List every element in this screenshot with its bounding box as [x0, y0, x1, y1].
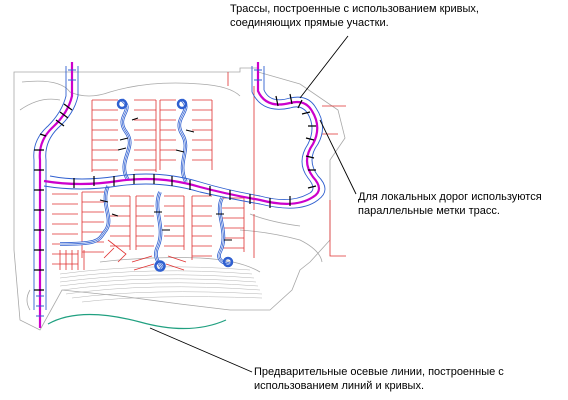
alignment-centerline [38, 62, 321, 328]
lot-lines [52, 72, 346, 271]
leader-local-roads [319, 119, 357, 195]
callout-preliminary-centerlines: Предварительные осевые линии, построенны… [254, 366, 504, 392]
preliminary-centerline [47, 313, 227, 330]
grading-hatch [59, 266, 263, 303]
alignment-offset-inner [45, 66, 314, 310]
leader-preliminary-centerlines [149, 327, 253, 373]
alignment-offset-outer [33, 66, 326, 310]
local-roads [59, 98, 234, 272]
leader-curved-alignments [299, 35, 349, 99]
callout-leaders [149, 35, 357, 373]
main-alignment [33, 62, 326, 328]
callout-curved-alignments: Трассы, построенные с использованием кри… [230, 3, 479, 29]
callout-local-roads: Для локальных дорог используются паралле… [358, 191, 542, 217]
